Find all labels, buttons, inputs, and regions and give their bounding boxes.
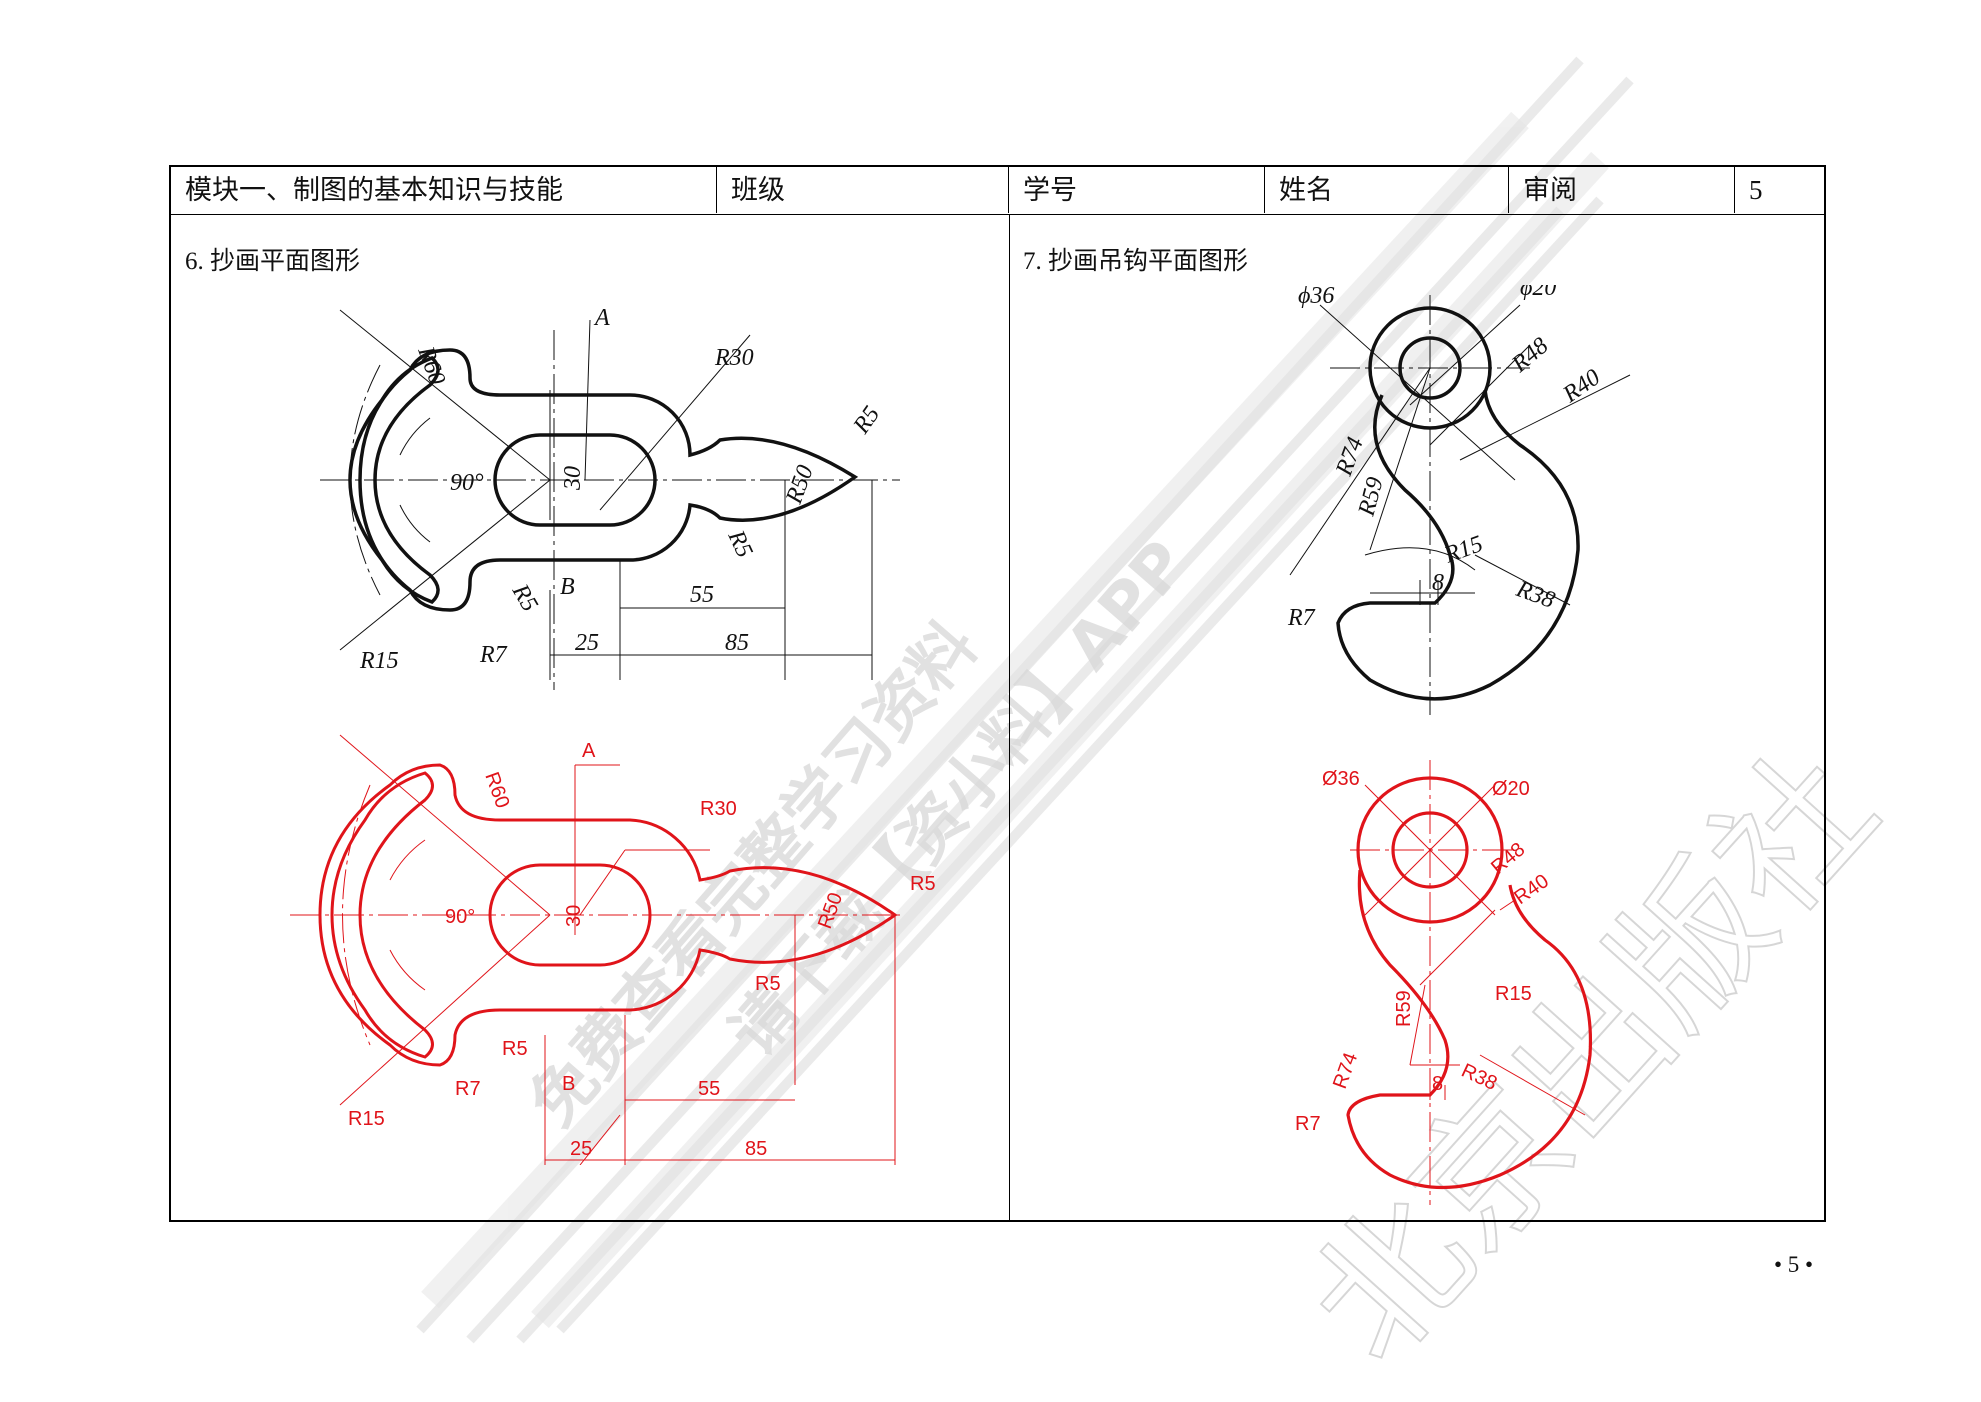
red-dim-r59: R59: [1393, 990, 1415, 1027]
red-dim-8: 8: [1432, 1073, 1443, 1095]
dim-30: 30: [560, 466, 586, 491]
dim-r40: R40: [1558, 364, 1605, 408]
worksheet-frame: 模块一、制图的基本知识与技能 班级 学号 姓名 审阅 5 6. 抄画平面图形 7…: [169, 165, 1826, 1222]
section-7-title: 7. 抄画吊钩平面图形: [1023, 248, 1249, 275]
red-dim-25: 25: [570, 1138, 592, 1160]
red-dim-b: B: [562, 1073, 575, 1095]
figure-7-answer: Ø36 Ø20 R48 R40 R59 R15 R74 R38 8 R7: [1295, 760, 1593, 1205]
dim-r5-tip: R5: [848, 402, 885, 440]
red-dim-r5-lower: R5: [502, 1038, 528, 1060]
figure-6-answer: A B R60 R30 R5 30 R50 R5 90° R5 55 25 85…: [290, 734, 936, 1165]
red-dim-phi36: Ø36: [1322, 768, 1360, 790]
dim-b: B: [560, 574, 575, 600]
class-field[interactable]: 班级: [717, 167, 1009, 213]
dim-angle-90: 90°: [450, 470, 484, 496]
page-footer: • 5 •: [1774, 1252, 1814, 1277]
header-row: 模块一、制图的基本知识与技能 班级 学号 姓名 审阅 5: [171, 167, 1824, 215]
red-dim-r7: R7: [1295, 1113, 1321, 1135]
page-number-cell: 5: [1749, 175, 1763, 205]
red-dim-angle: 90°: [445, 906, 475, 928]
dim-r30: R30: [714, 345, 754, 371]
red-dim-phi20: Ø20: [1492, 778, 1530, 800]
name-field[interactable]: 姓名: [1265, 167, 1509, 213]
red-dim-r38: R38: [1458, 1060, 1501, 1095]
dim-r15: R15: [359, 648, 399, 674]
red-dim-r15: R15: [1495, 983, 1532, 1005]
module-title: 模块一、制图的基本知识与技能: [171, 167, 717, 213]
dim-phi20: ϕ20: [1520, 285, 1556, 301]
dim-r59: R59: [1353, 474, 1388, 519]
dim-r7: R7: [1287, 605, 1316, 631]
red-dim-r60: R60: [480, 769, 513, 811]
red-dim-55: 55: [698, 1078, 720, 1100]
dim-r5-lower: R5: [506, 579, 542, 616]
red-dim-85: 85: [745, 1138, 767, 1160]
dim-r5-neck: R5: [722, 526, 757, 562]
dim-55: 55: [690, 582, 714, 608]
red-dim-r15: R15: [348, 1108, 385, 1130]
red-dim-30: 30: [563, 905, 585, 927]
red-dim-r30: R30: [700, 798, 737, 820]
dim-85: 85: [725, 630, 749, 656]
dim-r15: R15: [1440, 531, 1486, 569]
section-6-title: 6. 抄画平面图形: [185, 248, 361, 275]
red-dim-a: A: [582, 740, 596, 762]
dim-r74: R74: [1331, 434, 1369, 480]
red-dim-r48: R48: [1487, 838, 1529, 878]
red-dim-r5-neck: R5: [755, 973, 781, 995]
column-divider: [1009, 215, 1010, 1220]
red-dim-r50: R50: [814, 890, 847, 932]
dim-25: 25: [575, 630, 599, 656]
dim-r38: R38: [1512, 576, 1558, 614]
dim-r7: R7: [479, 642, 508, 668]
red-dim-r7: R7: [455, 1078, 481, 1100]
student-id-field[interactable]: 学号: [1009, 167, 1265, 213]
dim-phi36: ϕ36: [1298, 285, 1334, 309]
red-dim-r74: R74: [1329, 1050, 1362, 1092]
red-dim-r5-tip: R5: [910, 873, 936, 895]
dim-8: 8: [1432, 570, 1444, 596]
figure-6-original: A B R60 R30 R5 30 R50 R5 90° R5 55 25 85…: [320, 305, 900, 690]
dim-r48: R48: [1506, 333, 1553, 378]
figure-7-original: ϕ36 ϕ20 R48 R40 R74 R59 R15 8 R38 R7: [1287, 285, 1631, 715]
review-field[interactable]: 审阅: [1509, 167, 1735, 213]
dim-a: A: [593, 305, 610, 331]
